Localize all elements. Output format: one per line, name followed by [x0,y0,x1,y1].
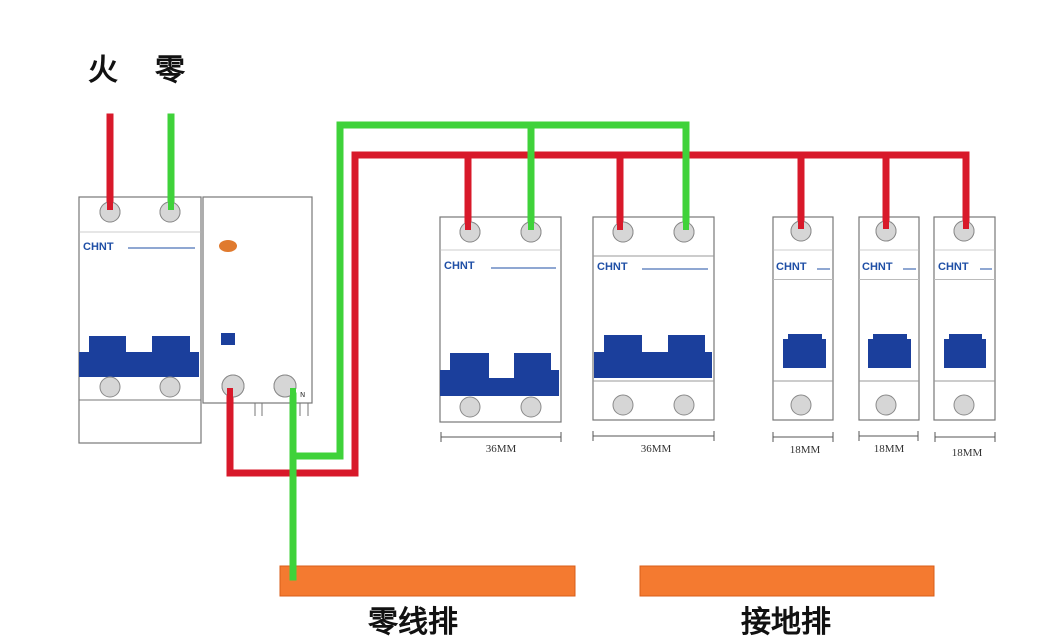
live-distribution-wire [226,151,970,477]
neutral-busbar [279,565,576,597]
dimension-label-breaker-4: 18MM [874,443,905,455]
dimension-label-breaker-3: 18MM [790,444,821,456]
breaker-5-toggle [944,334,986,368]
breaker-4: CHNT [858,216,920,421]
dimension-breaker-4: 18MM [858,431,919,455]
ground-busbar [639,565,935,597]
breaker-4-toggle [868,334,911,368]
breaker-5: CHNT [933,216,996,421]
breaker-2-toggle [594,335,712,378]
main-breaker-terminal-out-n [159,376,181,398]
neutral-busbar-label: 零线排 [368,605,458,639]
breaker-1-toggle [440,353,559,396]
main-breaker-terminal-out-l [99,376,121,398]
breaker-3-brand: CHNT [776,261,807,273]
dimension-breaker-3: 18MM [772,432,834,456]
dimension-breaker-5: 18MM [934,432,996,459]
breaker-2-brand: CHNT [597,261,628,273]
main-breaker-brand: CHNT [83,241,114,253]
dimension-breaker-1: 36MM [440,432,562,455]
breaker-3: CHNT [772,216,834,421]
dimension-breaker-2: 36MM [592,431,715,455]
neutral-distribution-wire [289,121,690,460]
breaker-4-brand: CHNT [862,261,893,273]
breaker-1: CHNT [439,216,562,423]
rcd-test-button [221,333,235,345]
dimension-label-breaker-2: 36MM [641,443,672,455]
live-label: 火 [88,53,118,88]
breaker-2: CHNT [592,216,715,421]
rcd-terminal-mark: N [300,391,305,399]
ground-busbar-label: 接地排 [741,605,831,639]
breaker-5-brand: CHNT [938,261,969,273]
main-breaker-toggle [79,336,199,377]
breaker-3-toggle [783,334,826,368]
dimension-label-breaker-1: 36MM [486,443,517,455]
main-breaker: CHNT [78,196,202,444]
breaker-1-brand: CHNT [444,260,475,272]
dimension-label-breaker-5: 18MM [952,447,983,459]
rcd-indicator-icon [219,240,237,252]
neutral-label: 零 [155,53,186,88]
